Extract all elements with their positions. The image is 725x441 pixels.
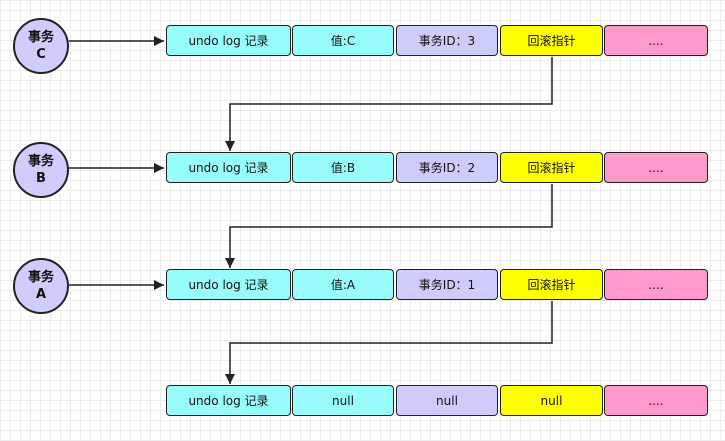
- transaction-id-cell: null: [396, 385, 498, 416]
- rollback-pointer-cell: 回滚指针: [500, 269, 603, 300]
- transaction-a-label-bottom: A: [35, 287, 47, 302]
- transaction-a-node: 事务 A: [13, 258, 69, 314]
- transaction-b-label-bottom: B: [36, 171, 46, 186]
- rollback-pointer-arrow-a-to-null: [225, 301, 553, 384]
- other-fields-cell: ....: [604, 269, 708, 300]
- transaction-id-cell: 事务ID：2: [396, 152, 498, 183]
- value-cell: 值:C: [292, 25, 394, 56]
- value-cell: 值:B: [292, 152, 394, 183]
- rollback-pointer-cell: 回滚指针: [500, 25, 603, 56]
- undo-log-record-cell: undo log 记录: [166, 269, 291, 300]
- value-cell: null: [292, 385, 394, 416]
- transaction-b-node: 事务 B: [13, 142, 69, 198]
- rollback-pointer-arrow-c-to-b: [225, 57, 553, 151]
- transaction-id-cell: 事务ID：1: [396, 269, 498, 300]
- transaction-c-label-top: 事务: [27, 30, 54, 45]
- transaction-c-label-bottom: C: [36, 47, 46, 62]
- transaction-c-node: 事务 C: [13, 18, 69, 74]
- rollback-pointer-arrow-b-to-a: [225, 184, 553, 268]
- undo-log-record-cell: undo log 记录: [166, 25, 291, 56]
- rollback-pointer-cell: 回滚指针: [500, 152, 603, 183]
- undo-log-record-cell: undo log 记录: [166, 385, 291, 416]
- undo-log-record-cell: undo log 记录: [166, 152, 291, 183]
- other-fields-cell: ....: [604, 25, 708, 56]
- other-fields-cell: ....: [604, 152, 708, 183]
- value-cell: 值:A: [292, 269, 394, 300]
- rollback-pointer-cell: null: [500, 385, 603, 416]
- other-fields-cell: ....: [604, 385, 708, 416]
- transaction-id-cell: 事务ID：3: [396, 25, 498, 56]
- transaction-a-label-top: 事务: [27, 270, 54, 285]
- transaction-b-label-top: 事务: [27, 154, 54, 169]
